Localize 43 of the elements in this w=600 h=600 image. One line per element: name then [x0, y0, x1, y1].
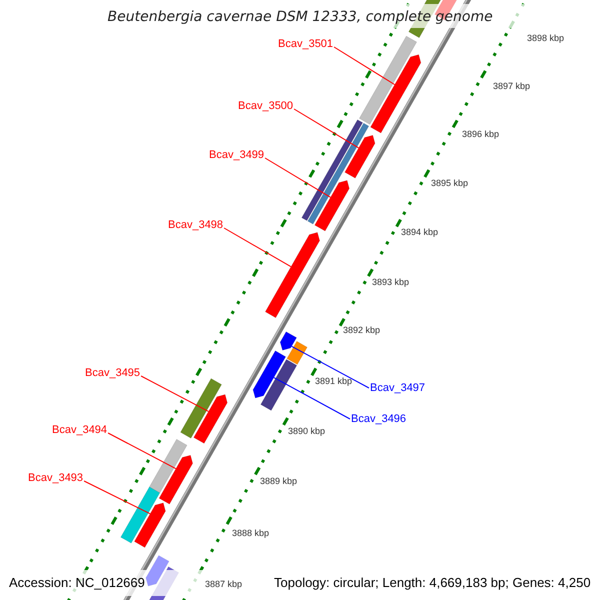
gene-feature	[370, 54, 422, 134]
leader-line	[273, 377, 350, 420]
gene-feature	[265, 232, 320, 318]
scale-label: 3896 kbp	[462, 129, 500, 139]
scale-label: 3894 kbp	[401, 227, 438, 237]
gene-label: Bcav_3497	[370, 382, 426, 394]
scale-label: 3891 kbp	[315, 376, 352, 386]
accession-text: Accession: NC_012669	[9, 574, 145, 590]
gene-label: Bcav_3498	[168, 219, 224, 231]
scale-label: 3897 kbp	[493, 81, 530, 91]
gene-label: Bcav_3496	[351, 413, 406, 425]
leader-line	[294, 108, 360, 148]
gene-label: Bcav_3499	[209, 149, 264, 161]
gene-label: Bcav_3494	[52, 424, 108, 436]
gene-feature	[314, 180, 350, 232]
gene-feature	[134, 502, 166, 548]
title: Beutenbergia cavernae DSM 12333, complete genome	[108, 9, 493, 25]
gene-feature	[158, 454, 193, 504]
scale-label: 3898 kbp	[527, 33, 564, 43]
leader-line	[291, 346, 370, 388]
leader-line	[84, 480, 151, 514]
scale-label: 3888 kbp	[232, 528, 270, 538]
gene-feature	[280, 331, 297, 351]
gene-feature	[252, 350, 286, 398]
leader-line	[224, 228, 292, 268]
gene-feature	[344, 135, 376, 178]
gene-feature	[146, 555, 170, 586]
scale-label: 3892 kbp	[343, 325, 380, 335]
leader-line	[264, 158, 331, 198]
genome-info-text: Topology: circular; Length: 4,669,183 bp; Genes: 4,250	[274, 574, 591, 590]
gene-label: Bcav_3493	[28, 472, 84, 484]
leader-line	[140, 376, 209, 412]
scale-label: 3895 kbp	[431, 178, 468, 188]
gene-label: Bcav_3495	[85, 367, 140, 379]
scale-label: 3890 kbp	[288, 426, 326, 436]
gene-label: Bcav_3501	[278, 38, 334, 50]
gene-label: Bcav_3500	[238, 100, 294, 112]
scale-label: 3889 kbp	[260, 476, 298, 486]
gene-feature	[193, 394, 228, 444]
scale-label: 3887 kbp	[205, 579, 242, 589]
leader-line	[334, 46, 396, 86]
leader-line	[108, 432, 176, 470]
scale-label: 3893 kbp	[372, 277, 410, 287]
